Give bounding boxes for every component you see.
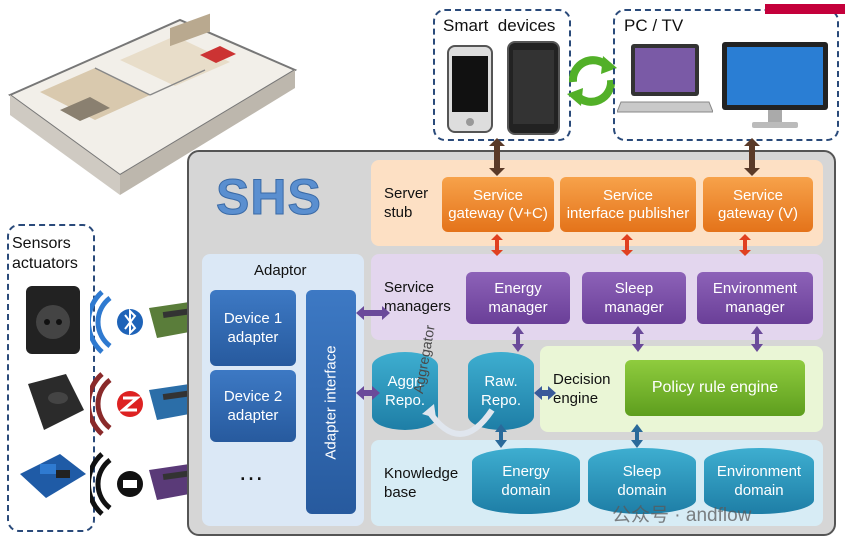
service-managers-label: Service managers — [384, 279, 451, 315]
wifi-icon — [90, 452, 143, 516]
tablet-icon — [507, 41, 560, 135]
environment-manager-box: Environment manager — [697, 272, 813, 324]
service-interface-publisher-box: Service interface publisher — [560, 177, 696, 232]
motion-sensor-icon — [28, 374, 84, 430]
monitor-icon — [722, 42, 828, 128]
shs-title: SHS — [216, 169, 322, 226]
refresh-arrows-icon — [567, 56, 617, 106]
energy-domain-cylinder: Energy domain — [472, 448, 580, 514]
environment-domain-cylinder: Environment domain — [704, 448, 814, 514]
service-gateway-vc-box: Service gateway (V+C) — [442, 177, 554, 232]
sensors-label: Sensors actuators — [12, 235, 78, 272]
bluetooth-icon — [90, 290, 143, 354]
aggr-repo-cylinder: Aggr. Repo. — [372, 352, 438, 430]
phone-icon — [447, 45, 493, 133]
device2-adapter-box: Device 2 adapter — [210, 370, 296, 442]
watermark-text: 公众号 · andflow — [612, 505, 752, 526]
server-stub-label: Server stub — [384, 185, 429, 221]
knowledge-base-label: Knowledge base — [384, 465, 459, 501]
relay-actuator-icon — [20, 454, 86, 498]
sleep-manager-box: Sleep manager — [582, 272, 686, 324]
pc-tv-box — [613, 9, 839, 141]
laptop-icon — [617, 44, 713, 113]
adaptor-title: Adaptor — [254, 262, 307, 279]
more-devices-ellipsis: … — [238, 456, 264, 486]
energy-manager-box: Energy manager — [466, 272, 570, 324]
raw-repo-cylinder: Raw. Repo. — [468, 352, 534, 430]
socket-sensor-icon — [26, 286, 80, 354]
adapter-interface-box: Adapter interface — [306, 290, 356, 514]
decision-engine-label: Decision engine — [553, 371, 611, 407]
zigbee-icon — [90, 372, 143, 436]
aggregator-arc — [422, 404, 495, 437]
service-gateway-v-box: Service gateway (V) — [703, 177, 813, 232]
sensors-box — [7, 224, 95, 532]
sleep-domain-cylinder: Sleep domain — [588, 448, 696, 514]
floor-plan-illustration — [8, 13, 298, 195]
policy-rule-engine-box: Policy rule engine — [625, 360, 805, 416]
red-marker — [765, 4, 845, 14]
pc-tv-label: PC / TV — [624, 16, 684, 35]
device1-adapter-box: Device 1 adapter — [210, 290, 296, 366]
smart-devices-label: Smart devices — [443, 16, 556, 35]
